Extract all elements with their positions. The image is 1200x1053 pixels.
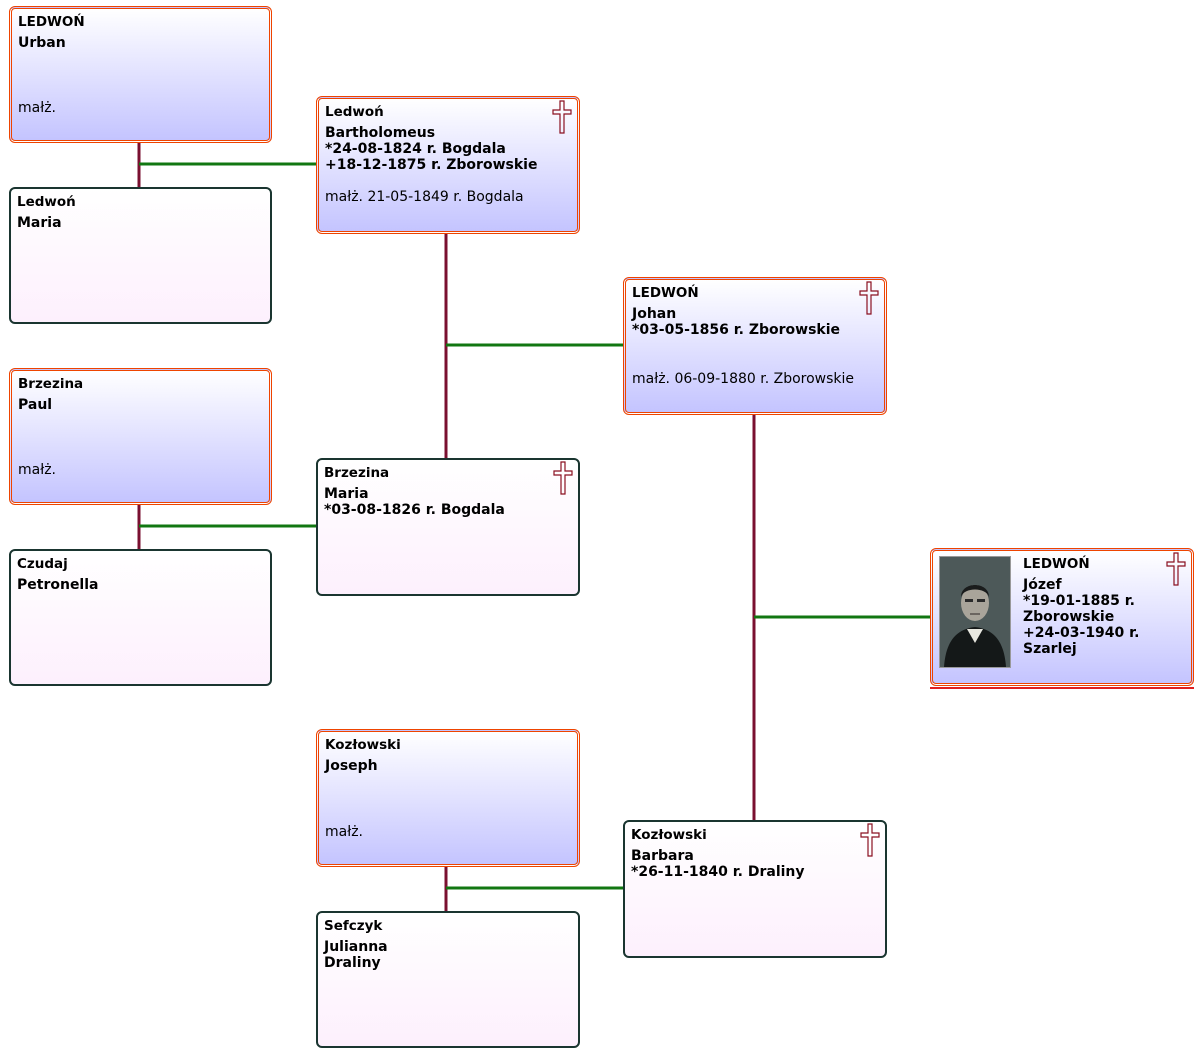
place-info: Draliny bbox=[324, 955, 381, 971]
surname: Brzezina bbox=[324, 465, 390, 481]
given-name: Bartholomeus bbox=[325, 125, 436, 141]
surname: Ledwoń bbox=[325, 104, 384, 120]
marriage-info: małż. 06-09-1880 r. Zborowskie bbox=[632, 371, 855, 387]
given-name: Petronella bbox=[17, 577, 99, 593]
cross-icon bbox=[1166, 552, 1186, 586]
given-name: Urban bbox=[18, 35, 66, 51]
person-card-joseph[interactable]: Kozłowski Joseph małż. bbox=[316, 729, 580, 867]
surname: Sefczyk bbox=[324, 918, 383, 934]
surname: LEDWOŃ bbox=[18, 14, 85, 30]
person-card-johan[interactable]: LEDWOŃ Johan *03-05-1856 r. Zborowskie m… bbox=[623, 277, 887, 415]
cross-icon bbox=[860, 823, 880, 857]
person-card-petronella[interactable]: Czudaj Petronella bbox=[9, 549, 272, 686]
given-name: Maria bbox=[324, 486, 369, 502]
death-place: Szarlej bbox=[1023, 641, 1077, 657]
surname: LEDWOŃ bbox=[632, 285, 699, 301]
birth-info: *24-08-1824 r. Bogdala bbox=[325, 141, 506, 157]
selected-person-underline bbox=[930, 687, 1194, 689]
person-card-jozef[interactable]: LEDWOŃ Józef *19-01-1885 r. Zborowskie +… bbox=[930, 548, 1194, 686]
given-name: Paul bbox=[18, 397, 53, 413]
surname: Kozłowski bbox=[325, 737, 401, 753]
cross-icon bbox=[859, 281, 879, 315]
birth-place: Zborowskie bbox=[1023, 609, 1115, 625]
surname: Kozłowski bbox=[631, 827, 707, 843]
surname: Ledwoń bbox=[17, 194, 76, 210]
person-photo bbox=[939, 556, 1011, 668]
person-card-maria-ledwon[interactable]: Ledwoń Maria bbox=[9, 187, 272, 324]
birth-date: *19-01-1885 r. bbox=[1023, 593, 1135, 609]
person-card-paul[interactable]: Brzezina Paul małż. bbox=[9, 368, 272, 505]
marriage-info: małż. bbox=[325, 824, 363, 840]
death-info: +18-12-1875 r. Zborowskie bbox=[325, 157, 538, 173]
given-name: Maria bbox=[17, 215, 62, 231]
cross-icon bbox=[552, 100, 572, 134]
cross-icon bbox=[553, 461, 573, 495]
given-name: Julianna bbox=[324, 939, 388, 955]
person-card-julianna[interactable]: Sefczyk Julianna Draliny bbox=[316, 911, 580, 1048]
given-name: Joseph bbox=[325, 758, 378, 774]
person-card-urban[interactable]: LEDWOŃ Urban małż. bbox=[9, 6, 272, 143]
given-name: Józef bbox=[1023, 577, 1062, 593]
surname: Czudaj bbox=[17, 556, 68, 572]
marriage-info: małż. bbox=[18, 462, 56, 478]
portrait-image bbox=[940, 557, 1010, 667]
given-name: Barbara bbox=[631, 848, 694, 864]
marriage-info: małż. bbox=[18, 100, 56, 116]
birth-info: *03-08-1826 r. Bogdala bbox=[324, 502, 505, 518]
death-date: +24-03-1940 r. bbox=[1023, 625, 1140, 641]
person-card-maria-brzezina[interactable]: Brzezina Maria *03-08-1826 r. Bogdala bbox=[316, 458, 580, 596]
birth-info: *03-05-1856 r. Zborowskie bbox=[632, 322, 841, 338]
marriage-info: małż. 21-05-1849 r. Bogdala bbox=[325, 189, 524, 205]
surname: Brzezina bbox=[18, 376, 84, 392]
person-card-barbara[interactable]: Kozłowski Barbara *26-11-1840 r. Draliny bbox=[623, 820, 887, 958]
person-card-bartholomeus[interactable]: Ledwoń Bartholomeus *24-08-1824 r. Bogda… bbox=[316, 96, 580, 234]
given-name: Johan bbox=[632, 306, 677, 322]
birth-info: *26-11-1840 r. Draliny bbox=[631, 864, 805, 880]
surname: LEDWOŃ bbox=[1023, 556, 1090, 572]
